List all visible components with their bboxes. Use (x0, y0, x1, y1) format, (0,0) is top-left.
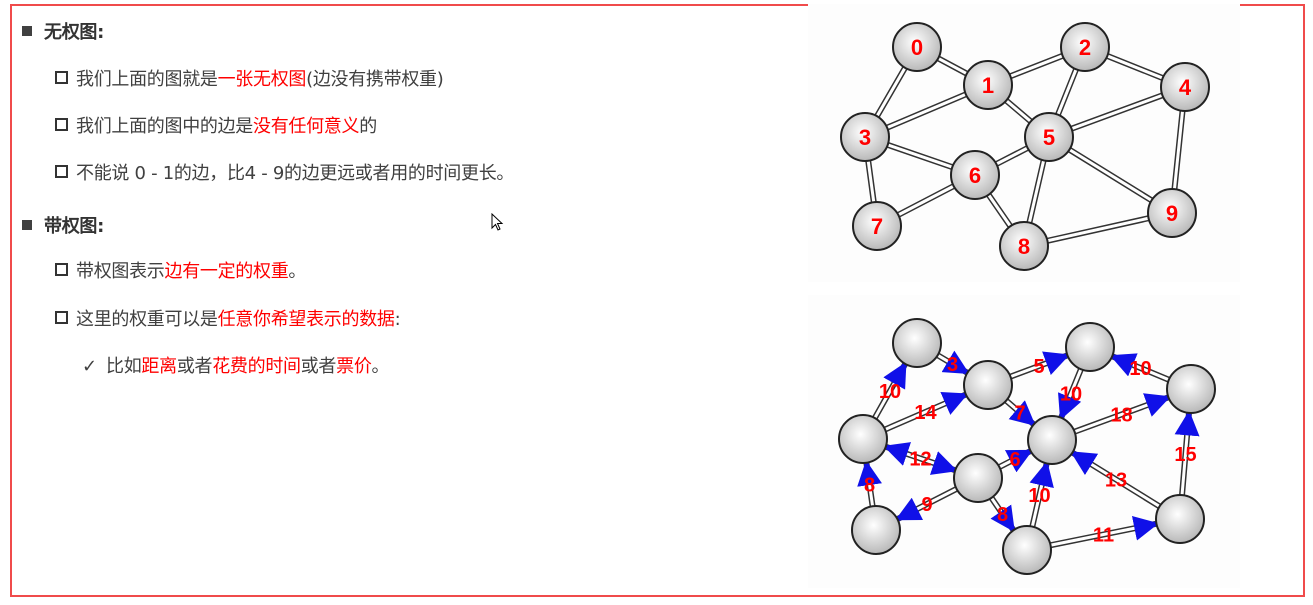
body-text: 的 (359, 116, 377, 137)
edge-weight-label: 8 (997, 504, 1008, 526)
edge-weight-label: 12 (909, 449, 931, 471)
edge-weight-label: 3 (947, 354, 958, 376)
bullet-weighted-example: ✓比如距离或者花费的时间或者票价。 (82, 355, 390, 379)
graph-node-8: 8 (999, 221, 1049, 271)
heading-unweighted-graph: 无权图: (22, 21, 104, 45)
weighted-graph-image: 10 3 14 5 7 10 10 18 15 13 10 6 12 8 9 8 11 (808, 295, 1240, 588)
body-text: 比如 (106, 356, 142, 377)
svg-text:1: 1 (982, 73, 994, 98)
svg-text:4: 4 (1179, 75, 1192, 100)
edge-weight-label: 18 (1110, 405, 1132, 427)
edge-weight-label: 13 (1105, 470, 1127, 492)
graph-node-7 (851, 505, 901, 555)
graph-node-5 (1027, 415, 1077, 465)
body-text: : (394, 309, 401, 330)
graph-node-0: 0 (892, 22, 942, 72)
graph-node-4: 4 (1160, 62, 1210, 112)
bullet-unweighted-3: 不能说 0 - 1的边，比4 - 9的边更远或者用的时间更长。 (55, 162, 514, 186)
edge-weight-label: 14 (914, 402, 937, 424)
edge-weight-label: 10 (1129, 358, 1151, 380)
slide-frame (10, 4, 1305, 597)
edge-weight-label: 5 (1033, 356, 1044, 378)
svg-text:2: 2 (1079, 35, 1091, 60)
highlighted-text: 票价 (336, 356, 372, 377)
bullet-unweighted-2: 我们上面的图中的边是没有任何意义的 (55, 115, 377, 139)
unweighted-graph-image: 0 1 2 3 4 5 6 7 8 9 (808, 4, 1240, 282)
svg-text:7: 7 (871, 214, 883, 239)
svg-text:5: 5 (1043, 125, 1055, 150)
checkmark-icon: ✓ (82, 356, 97, 377)
graph-node-8 (1002, 525, 1052, 575)
graph-node-9 (1155, 494, 1205, 544)
bullet-unweighted-1: 我们上面的图就是一张无权图(边没有携带权重) (55, 68, 444, 92)
heading-weighted-graph: 带权图: (22, 215, 104, 239)
highlighted-text: 没有任何意义 (253, 116, 360, 137)
unweighted-graph-svg: 0 1 2 3 4 5 6 7 8 9 (840, 22, 1210, 271)
edge-weight-label: 10 (1028, 485, 1050, 507)
body-text: 或者 (300, 356, 337, 377)
graph-node-3 (838, 414, 888, 464)
body-text: 带权图表示 (76, 261, 165, 282)
highlighted-text: 花费的时间 (212, 356, 301, 377)
hollow-square-bullet-icon (55, 118, 68, 131)
graph-node-4 (1166, 364, 1216, 414)
graph-node-2 (1065, 322, 1115, 372)
bullet-weighted-2: 这里的权重可以是任意你希望表示的数据: (55, 308, 401, 332)
filled-square-bullet-icon (22, 220, 32, 230)
graph-node-7: 7 (852, 201, 902, 251)
edge-weight-label: 7 (1014, 403, 1025, 425)
highlighted-text: 边有一定的权重 (164, 261, 289, 282)
highlighted-text: 任意你希望表示的数据 (217, 309, 395, 330)
highlighted-text: 一张无权图 (217, 69, 307, 90)
edge-weight-label: 8 (864, 475, 875, 497)
hollow-square-bullet-icon (55, 165, 68, 178)
svg-text:0: 0 (911, 35, 923, 60)
body-text: 不能说 0 - 1的边，比4 - 9的边更远或者用的时间更长。 (76, 163, 515, 184)
body-text: 或者 (176, 356, 213, 377)
edge-weight-label: 6 (1009, 449, 1020, 471)
graph-node-1: 1 (963, 60, 1013, 110)
body-text: 。 (288, 261, 307, 282)
hollow-square-bullet-icon (55, 311, 68, 324)
body-text: 我们上面的图中的边是 (76, 116, 253, 137)
body-text: 我们上面的图就是 (76, 69, 218, 90)
body-text: 。 (371, 356, 390, 377)
graph-node-2: 2 (1060, 22, 1110, 72)
graph-node-6 (953, 453, 1003, 503)
mouse-cursor-icon (491, 212, 505, 237)
svg-text:9: 9 (1166, 201, 1178, 226)
body-text: (边没有携带权重) (306, 69, 444, 90)
edge-weight-label: 10 (1060, 384, 1082, 406)
svg-text:8: 8 (1018, 234, 1030, 259)
graph-node-1 (963, 360, 1013, 410)
edge-weight-label: 9 (921, 494, 932, 516)
bullet-weighted-1: 带权图表示边有一定的权重。 (55, 260, 306, 284)
svg-text:6: 6 (969, 163, 981, 188)
highlighted-text: 距离 (141, 356, 177, 377)
weighted-graph-svg: 10 3 14 5 7 10 10 18 15 13 10 6 12 8 9 8 11 (838, 318, 1216, 575)
edge-weight-label: 10 (879, 381, 901, 403)
graph-node-0 (892, 318, 942, 368)
graph-node-6: 6 (950, 150, 1000, 200)
hollow-square-bullet-icon (55, 71, 68, 84)
graph-node-5: 5 (1024, 112, 1074, 162)
filled-square-bullet-icon (22, 26, 32, 36)
svg-text:3: 3 (859, 125, 871, 150)
hollow-square-bullet-icon (55, 263, 68, 276)
edge-weight-label: 15 (1174, 444, 1196, 466)
body-text: 这里的权重可以是 (76, 309, 218, 330)
graph-node-9: 9 (1147, 188, 1197, 238)
graph-node-3: 3 (840, 112, 890, 162)
edge-weight-label: 11 (1093, 525, 1114, 547)
